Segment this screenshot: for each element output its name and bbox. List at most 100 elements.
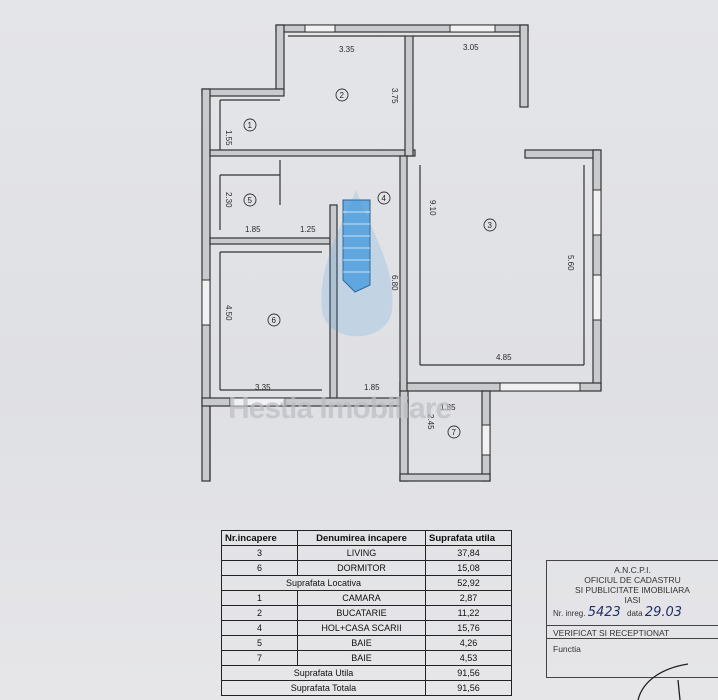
reg-number-handwritten: 5423 bbox=[587, 605, 621, 620]
room-area: 15,76 bbox=[425, 620, 512, 636]
stamp-line: A.N.C.P.I. bbox=[614, 565, 651, 575]
staircase bbox=[342, 199, 371, 293]
table-row: 4 HOL+CASA SCARII 15,76 bbox=[221, 620, 512, 636]
room-number: 7 bbox=[452, 428, 457, 437]
stamp-line: IASI bbox=[624, 595, 641, 605]
table-row-utila: Suprafata Utila 91,56 bbox=[221, 665, 512, 681]
room-area: 2,87 bbox=[425, 590, 512, 606]
window bbox=[229, 397, 286, 407]
table-row: 3 LIVING 37,84 bbox=[221, 545, 512, 561]
room-number-circle bbox=[243, 118, 257, 132]
dim-label: 2.45 bbox=[426, 414, 435, 430]
stamp-line: SI PUBLICITATE IMOBILIARA bbox=[575, 585, 690, 595]
dim-label: 1.85 bbox=[440, 403, 456, 412]
table-row: 6 DORMITOR 15,08 bbox=[221, 560, 512, 576]
window bbox=[499, 382, 581, 392]
wall-kitchen-living bbox=[404, 35, 414, 157]
cadastre-stamp: A.N.C.P.I. OFICIUL DE CADASTRU SI PUBLIC… bbox=[546, 560, 718, 678]
dim-label: 1.85 bbox=[245, 225, 261, 234]
dim-label: 5.60 bbox=[566, 255, 575, 271]
dim-label: 1.25 bbox=[300, 225, 316, 234]
room-number-circle bbox=[243, 193, 257, 207]
reg-label: Nr. inreg. bbox=[553, 609, 586, 618]
wall-bath7-bottom bbox=[399, 473, 491, 482]
summary-label: Suprafata Totala bbox=[221, 680, 426, 696]
dim-label: 3.35 bbox=[255, 383, 271, 392]
stamp-verified: VERIFICAT SI RECEPTIONAT bbox=[547, 625, 718, 639]
room-area: 37,84 bbox=[425, 545, 512, 561]
column-header: Nr.incapere bbox=[221, 530, 298, 546]
date-handwritten: 29.03 bbox=[644, 605, 683, 620]
room-name: BAIE bbox=[297, 635, 426, 651]
room-name: BAIE bbox=[297, 650, 426, 666]
room-number: 2 bbox=[340, 91, 345, 100]
room-name: HOL+CASA SCARII bbox=[297, 620, 426, 636]
dim-label: 4.50 bbox=[224, 305, 233, 321]
room-number: 3 bbox=[488, 221, 493, 230]
summary-value: 52,92 bbox=[425, 575, 512, 591]
dim-label: 3.35 bbox=[339, 45, 355, 54]
room-number: 5 bbox=[248, 196, 253, 205]
column-header: Denumirea incapere bbox=[297, 530, 426, 546]
wall-left-top bbox=[201, 88, 285, 97]
room-nr: 5 bbox=[221, 635, 298, 651]
summary-value: 91,56 bbox=[425, 665, 512, 681]
room-area: 15,08 bbox=[425, 560, 512, 576]
room-nr: 4 bbox=[221, 620, 298, 636]
dim-label: 1.85 bbox=[364, 383, 380, 392]
dim-label: 1.55 bbox=[224, 130, 233, 146]
room-number: 1 bbox=[248, 121, 253, 130]
room-number: 6 bbox=[272, 316, 277, 325]
table-row: 1 CAMARA 2,87 bbox=[221, 590, 512, 606]
wall-kitchen-left bbox=[275, 24, 285, 90]
room-nr: 6 bbox=[221, 560, 298, 576]
dim-label: 4.85 bbox=[496, 353, 512, 362]
stamp-registration: Nr. inreg. 5423 data 29.03 bbox=[553, 605, 718, 620]
stamp-line: OFICIUL DE CADASTRU bbox=[584, 575, 681, 585]
watermark-drop-icon bbox=[321, 190, 393, 337]
room-area: 11,22 bbox=[425, 605, 512, 621]
table-row: 7 BAIE 4,53 bbox=[221, 650, 512, 666]
room-number-circle bbox=[377, 191, 391, 205]
table-row-totala: Suprafata Totala 91,56 bbox=[221, 680, 512, 696]
room-number: 4 bbox=[382, 194, 387, 203]
window bbox=[481, 424, 491, 456]
date-label: data bbox=[627, 609, 643, 618]
room-nr: 2 bbox=[221, 605, 298, 621]
room-number-circle bbox=[267, 313, 281, 327]
summary-label: Suprafata Locativa bbox=[221, 575, 426, 591]
watermark-text: Hestia Imobiliare bbox=[228, 392, 451, 425]
room-area-table: Nr.incapere Denumirea incapere Suprafata… bbox=[221, 530, 512, 696]
dim-label: 9.10 bbox=[428, 200, 437, 216]
window bbox=[449, 24, 496, 33]
wall-living-right-top bbox=[519, 24, 529, 108]
dim-label: 6.80 bbox=[390, 275, 399, 291]
room-area: 4,26 bbox=[425, 635, 512, 651]
room-nr: 3 bbox=[221, 545, 298, 561]
wall-living-bay-top bbox=[524, 149, 601, 159]
wall-bath5-bottom bbox=[209, 237, 331, 245]
room-nr: 7 bbox=[221, 650, 298, 666]
dim-label: 3.05 bbox=[463, 43, 479, 52]
table-header-row: Nr.incapere Denumirea incapere Suprafata… bbox=[221, 530, 512, 546]
room-number-circle bbox=[447, 425, 461, 439]
signature-mark bbox=[637, 663, 689, 700]
window bbox=[592, 274, 602, 321]
dim-label: 3.75 bbox=[390, 88, 399, 104]
room-number-circle bbox=[335, 88, 349, 102]
wall-kitchen-bottom bbox=[209, 149, 416, 157]
stamp-function: Functia bbox=[553, 644, 581, 654]
table-row-locativa: Suprafata Locativa 52,92 bbox=[221, 575, 512, 591]
room-nr: 1 bbox=[221, 590, 298, 606]
table-row: 5 BAIE 4,26 bbox=[221, 635, 512, 651]
room-name: LIVING bbox=[297, 545, 426, 561]
table-row: 2 BUCATARIE 11,22 bbox=[221, 605, 512, 621]
room-number-circle bbox=[483, 218, 497, 232]
window bbox=[592, 189, 602, 236]
floor-plan: 3.35 3.05 3.75 1.55 9.10 5.60 2.30 1.85 … bbox=[201, 24, 602, 482]
column-header: Suprafata utila bbox=[425, 530, 512, 546]
room-name: CAMARA bbox=[297, 590, 426, 606]
room-name: BUCATARIE bbox=[297, 605, 426, 621]
summary-label: Suprafata Utila bbox=[221, 665, 426, 681]
